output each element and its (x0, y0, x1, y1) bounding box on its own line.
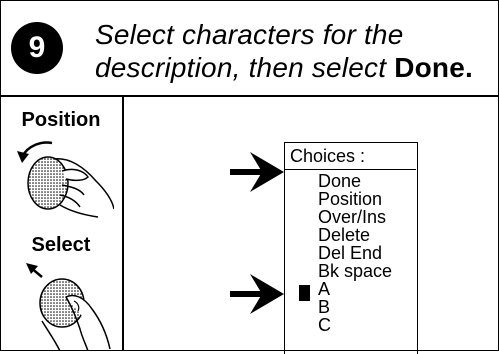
selection-cursor-block (299, 285, 310, 301)
step-header: 9 Select characters for the description,… (0, 0, 499, 97)
choices-list: Done Position Over/Ins Delete Del End Bk… (318, 172, 392, 334)
select-label: Select (31, 234, 91, 256)
menu-item-over-ins[interactable]: Over/Ins (318, 207, 387, 227)
rotate-knob-hand-icon (17, 141, 114, 218)
menu-item-del-end[interactable]: Del End (318, 243, 383, 263)
instruction-line-1: Select characters for the (95, 19, 404, 50)
pointer-arrow-a (230, 274, 284, 314)
menu-item-b[interactable]: B (318, 297, 331, 317)
position-label: Position (21, 109, 101, 131)
choices-title: Choices : (285, 143, 416, 170)
menu-item-a[interactable]: A (318, 279, 331, 299)
instruction-done-word: Done. (394, 52, 473, 83)
pointer-arrow-done (230, 152, 284, 192)
menu-item-position[interactable]: Position (318, 189, 383, 209)
menu-item-done[interactable]: Done (318, 171, 362, 191)
menu-item-c[interactable]: C (318, 315, 331, 335)
menu-item-delete[interactable]: Delete (318, 225, 371, 245)
instruction-line-2-text: description, then select (95, 52, 387, 83)
press-knob-hand-icon (26, 263, 111, 351)
menu-item-bk-space[interactable]: Bk space (318, 261, 393, 281)
choices-menu: Choices : Done Position Over/Ins Delete … (284, 142, 418, 354)
controls-column: Position Select (0, 97, 124, 351)
step-number-badge: 9 (11, 22, 63, 74)
